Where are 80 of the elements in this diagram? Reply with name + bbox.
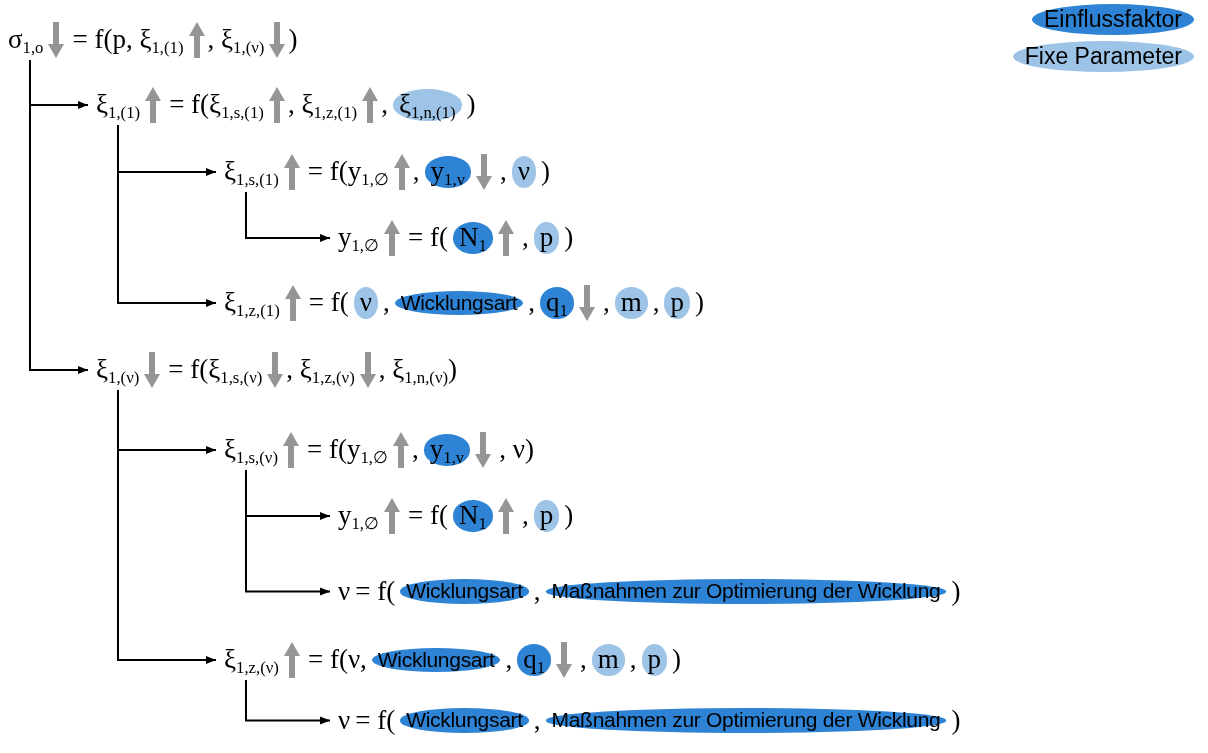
highlighted-term: p bbox=[664, 287, 690, 319]
highlighted-term: y$_{1,v}$ bbox=[424, 156, 471, 188]
legend-label: Fixe Parameter bbox=[1024, 43, 1182, 69]
formula-variable: σ$_{1,o}$ bbox=[8, 24, 44, 56]
highlighted-term: y$_{1,v}$ bbox=[423, 434, 471, 466]
formula-text: , bbox=[505, 644, 513, 676]
formula-variable: ν bbox=[338, 576, 351, 608]
formula-text: = f( bbox=[408, 222, 449, 254]
highlighted-term: q$_{1}$ bbox=[517, 644, 552, 676]
formula-text: , ν) bbox=[499, 434, 534, 466]
formula-text: , bbox=[521, 222, 529, 254]
highlighted-term: p bbox=[641, 644, 668, 676]
highlighted-term: Maßnahmen zur Optimierung der Wicklung bbox=[545, 708, 947, 733]
highlighted-term: m bbox=[614, 287, 648, 319]
formula-text: ) bbox=[541, 156, 550, 188]
formula-text: , ξ$_{1,z,(1)}$ bbox=[287, 89, 358, 121]
formula-variable: ξ$_{1,z,(ν)}$ bbox=[224, 644, 279, 676]
formula-text: = f( bbox=[308, 287, 349, 319]
formula-text: = f( bbox=[355, 576, 396, 608]
formula-text: , ξ$_{1,(ν)}$ bbox=[207, 24, 265, 56]
formula-text: ) bbox=[466, 89, 476, 121]
formula-text: , ξ$_{1,n,(ν)}$) bbox=[378, 354, 458, 386]
formula-variable: ξ$_{1,(ν)}$ bbox=[96, 354, 140, 386]
highlighted-term: p bbox=[533, 500, 560, 532]
formula-text: , bbox=[652, 287, 660, 319]
formula-text: , bbox=[533, 705, 541, 737]
formula-variable: ξ$_{1,z,(1)}$ bbox=[224, 287, 280, 319]
formula-text: = f( bbox=[355, 705, 396, 737]
formula-variable: ν bbox=[338, 705, 351, 737]
formula-text: , ξ$_{1,z,(ν)}$ bbox=[286, 354, 355, 386]
legend-label: Einflussfaktor bbox=[1043, 6, 1182, 32]
formula-text: ) bbox=[672, 644, 682, 676]
formula-variable: ξ$_{1,s,(ν)}$ bbox=[224, 434, 278, 466]
formula-text: , bbox=[500, 156, 507, 188]
tree-arrow bbox=[117, 124, 217, 307]
highlighted-term: Wicklungsart bbox=[400, 708, 529, 733]
formula-text: = f(y$_{1,∅}$ bbox=[307, 156, 389, 188]
highlighted-term: Wicklungsart bbox=[394, 290, 524, 316]
highlighted-term: Maßnahmen zur Optimierung der Wicklung bbox=[545, 579, 947, 604]
formula-text: , bbox=[533, 576, 541, 608]
formula-text: = f(p, ξ$_{1,(1)}$ bbox=[72, 24, 184, 56]
formula-text: , bbox=[381, 89, 388, 121]
highlighted-term: ν bbox=[511, 156, 536, 188]
tree-arrow bbox=[245, 469, 331, 596]
highlighted-term: Wicklungsart bbox=[371, 647, 501, 673]
formula-variable: ξ$_{1,(1)}$ bbox=[96, 89, 141, 121]
tree-arrow bbox=[117, 389, 217, 664]
formula-text: , bbox=[602, 287, 610, 319]
tree-arrow bbox=[245, 679, 331, 725]
formula-text: = f(ξ$_{1,s,(1)}$ bbox=[169, 89, 264, 121]
formula-text: , bbox=[412, 156, 420, 188]
highlighted-term: Wicklungsart bbox=[400, 579, 529, 604]
tree-arrow bbox=[29, 59, 89, 374]
formula-variable: ξ$_{1,s,(1)}$ bbox=[224, 156, 279, 188]
formula-text: = f( bbox=[408, 500, 449, 532]
formula-text: , bbox=[412, 434, 419, 466]
formula-text: = f(y$_{1,∅}$ bbox=[307, 434, 389, 466]
formula-text: ) bbox=[564, 500, 574, 532]
formula-text: , bbox=[528, 287, 536, 319]
formula-text: ) bbox=[564, 222, 574, 254]
formula-text: ) bbox=[694, 287, 704, 319]
highlighted-term: m bbox=[591, 644, 625, 676]
highlighted-term: q$_{1}$ bbox=[540, 287, 574, 319]
formula-text: , bbox=[580, 644, 587, 676]
formula-text: ) bbox=[288, 24, 298, 56]
highlighted-term: ν bbox=[353, 287, 378, 319]
formula-variable: y$_{1,∅}$ bbox=[338, 500, 380, 532]
formula-text: , bbox=[382, 287, 390, 319]
highlighted-term: p bbox=[533, 222, 560, 254]
formula-text: = f(ν, bbox=[307, 644, 367, 676]
formula-text: ) bbox=[951, 705, 961, 737]
highlighted-term: N$_{1}$ bbox=[453, 500, 493, 532]
highlighted-term: N$_{1}$ bbox=[453, 222, 493, 254]
tree-arrow bbox=[245, 191, 331, 242]
formula-text: , bbox=[521, 500, 529, 532]
highlighted-term: ξ$_{1,n,(1)}$ bbox=[392, 89, 462, 121]
formula-text: ) bbox=[951, 576, 961, 608]
formula-variable: y$_{1,∅}$ bbox=[338, 222, 380, 254]
formula-text: , bbox=[629, 644, 637, 676]
formula-text: = f(ξ$_{1,s,(ν)}$ bbox=[168, 354, 263, 386]
